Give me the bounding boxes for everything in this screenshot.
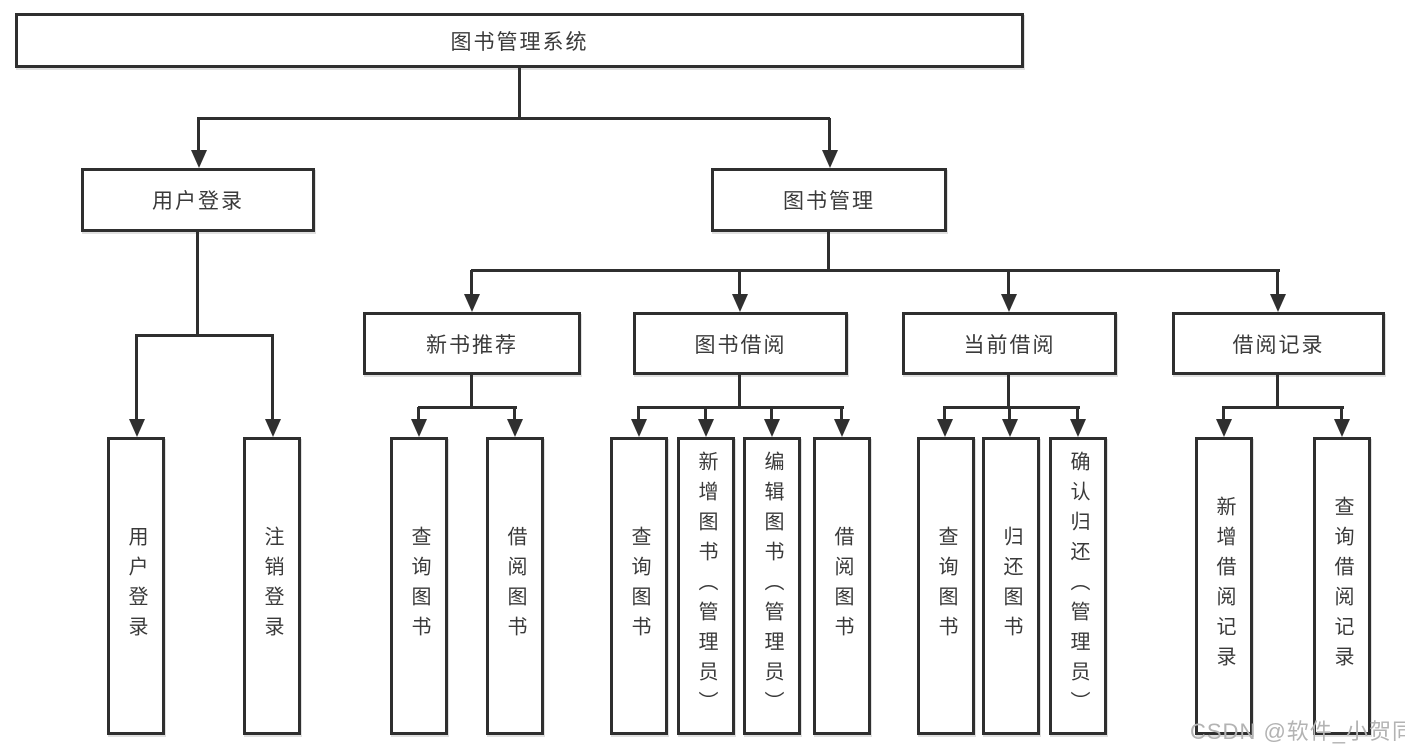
leaf-borrow-borrow-books-label: 借阅图书 bbox=[831, 526, 853, 646]
connector-current-borrow-stem bbox=[1007, 375, 1010, 407]
arrow-down-icon bbox=[1007, 270, 1010, 294]
leaf-borrow-add-books-admin: 新增图书（管理员） bbox=[677, 437, 735, 735]
node-book-management: 图书管理 bbox=[711, 168, 947, 232]
node-book-borrow-label: 图书借阅 bbox=[694, 333, 787, 357]
connector-root-split bbox=[197, 117, 830, 120]
connector-book-borrow-split bbox=[637, 406, 844, 409]
arrow-down-icon bbox=[840, 407, 843, 419]
arrow-down-icon bbox=[271, 335, 274, 419]
connector-book-management-split bbox=[471, 269, 1280, 272]
arrow-down-icon bbox=[637, 407, 640, 419]
leaf-records-add-record: 新增借阅记录 bbox=[1195, 437, 1253, 735]
leaf-borrow-borrow-books: 借阅图书 bbox=[813, 437, 871, 735]
node-current-borrow: 当前借阅 bbox=[902, 312, 1117, 375]
arrow-down-icon bbox=[470, 270, 473, 294]
leaf-user-login-label: 用户登录 bbox=[125, 526, 147, 646]
leaf-current-return-books: 归还图书 bbox=[982, 437, 1040, 735]
connector-user-login-stem bbox=[196, 232, 199, 335]
node-borrow-records-label: 借阅记录 bbox=[1232, 333, 1325, 357]
arrow-down-icon bbox=[704, 407, 707, 419]
node-book-borrow: 图书借阅 bbox=[633, 312, 848, 375]
leaf-records-query-record: 查询借阅记录 bbox=[1313, 437, 1371, 735]
leaf-borrow-edit-books-admin: 编辑图书（管理员） bbox=[743, 437, 801, 735]
connector-borrow-records-stem bbox=[1276, 375, 1279, 407]
node-book-management-label: 图书管理 bbox=[783, 190, 875, 213]
arrow-down-icon bbox=[1276, 270, 1279, 294]
node-root: 图书管理系统 bbox=[15, 13, 1024, 68]
connector-root-stem bbox=[518, 68, 521, 118]
leaf-recommend-borrow-books-label: 借阅图书 bbox=[504, 526, 526, 646]
arrow-down-icon bbox=[828, 118, 831, 150]
arrow-down-icon bbox=[943, 407, 946, 419]
leaf-logout: 注销登录 bbox=[243, 437, 301, 735]
arrow-down-icon bbox=[1340, 407, 1343, 419]
arrow-down-icon bbox=[1076, 407, 1079, 419]
connector-new-book-split bbox=[418, 406, 517, 409]
leaf-current-confirm-return-admin-label: 确认归还（管理员） bbox=[1067, 451, 1089, 721]
node-new-book-recommend: 新书推荐 bbox=[363, 312, 581, 375]
leaf-current-query-books-label: 查询图书 bbox=[935, 526, 957, 646]
node-user-login: 用户登录 bbox=[81, 168, 315, 232]
arrow-down-icon bbox=[513, 407, 516, 419]
leaf-borrow-add-books-admin-label: 新增图书（管理员） bbox=[695, 451, 717, 721]
arrow-down-icon bbox=[197, 118, 200, 150]
node-user-login-label: 用户登录 bbox=[152, 190, 244, 213]
leaf-recommend-query-books-label: 查询图书 bbox=[408, 526, 430, 646]
arrow-down-icon bbox=[1008, 407, 1011, 419]
connector-new-book-stem bbox=[470, 375, 473, 407]
leaf-current-confirm-return-admin: 确认归还（管理员） bbox=[1049, 437, 1107, 735]
arrow-down-icon bbox=[738, 270, 741, 294]
leaf-borrow-query-books-label: 查询图书 bbox=[628, 526, 650, 646]
leaf-records-add-record-label: 新增借阅记录 bbox=[1213, 496, 1235, 676]
leaf-recommend-query-books: 查询图书 bbox=[390, 437, 448, 735]
arrow-down-icon bbox=[1222, 407, 1225, 419]
node-borrow-records: 借阅记录 bbox=[1172, 312, 1385, 375]
leaf-borrow-edit-books-admin-label: 编辑图书（管理员） bbox=[761, 451, 783, 721]
node-new-book-recommend-label: 新书推荐 bbox=[426, 333, 518, 357]
csdn-watermark: CSDN @软件_小贺同学 bbox=[1190, 719, 1405, 744]
leaf-recommend-borrow-books: 借阅图书 bbox=[486, 437, 544, 735]
connector-user-login-split bbox=[135, 334, 274, 337]
connector-current-borrow-split bbox=[943, 406, 1080, 409]
arrow-down-icon bbox=[135, 335, 138, 419]
leaf-borrow-query-books: 查询图书 bbox=[610, 437, 668, 735]
leaf-current-return-books-label: 归还图书 bbox=[1000, 526, 1022, 646]
leaf-logout-label: 注销登录 bbox=[261, 526, 283, 646]
arrow-down-icon bbox=[417, 407, 420, 419]
connector-book-borrow-stem bbox=[738, 375, 741, 407]
leaf-records-query-record-label: 查询借阅记录 bbox=[1331, 496, 1353, 676]
node-root-label: 图书管理系统 bbox=[450, 30, 589, 54]
node-current-borrow-label: 当前借阅 bbox=[963, 333, 1056, 357]
connector-borrow-records-split bbox=[1222, 406, 1344, 409]
leaf-user-login: 用户登录 bbox=[107, 437, 165, 735]
leaf-current-query-books: 查询图书 bbox=[917, 437, 975, 735]
connector-book-management-stem bbox=[827, 232, 830, 270]
arrow-down-icon bbox=[770, 407, 773, 419]
